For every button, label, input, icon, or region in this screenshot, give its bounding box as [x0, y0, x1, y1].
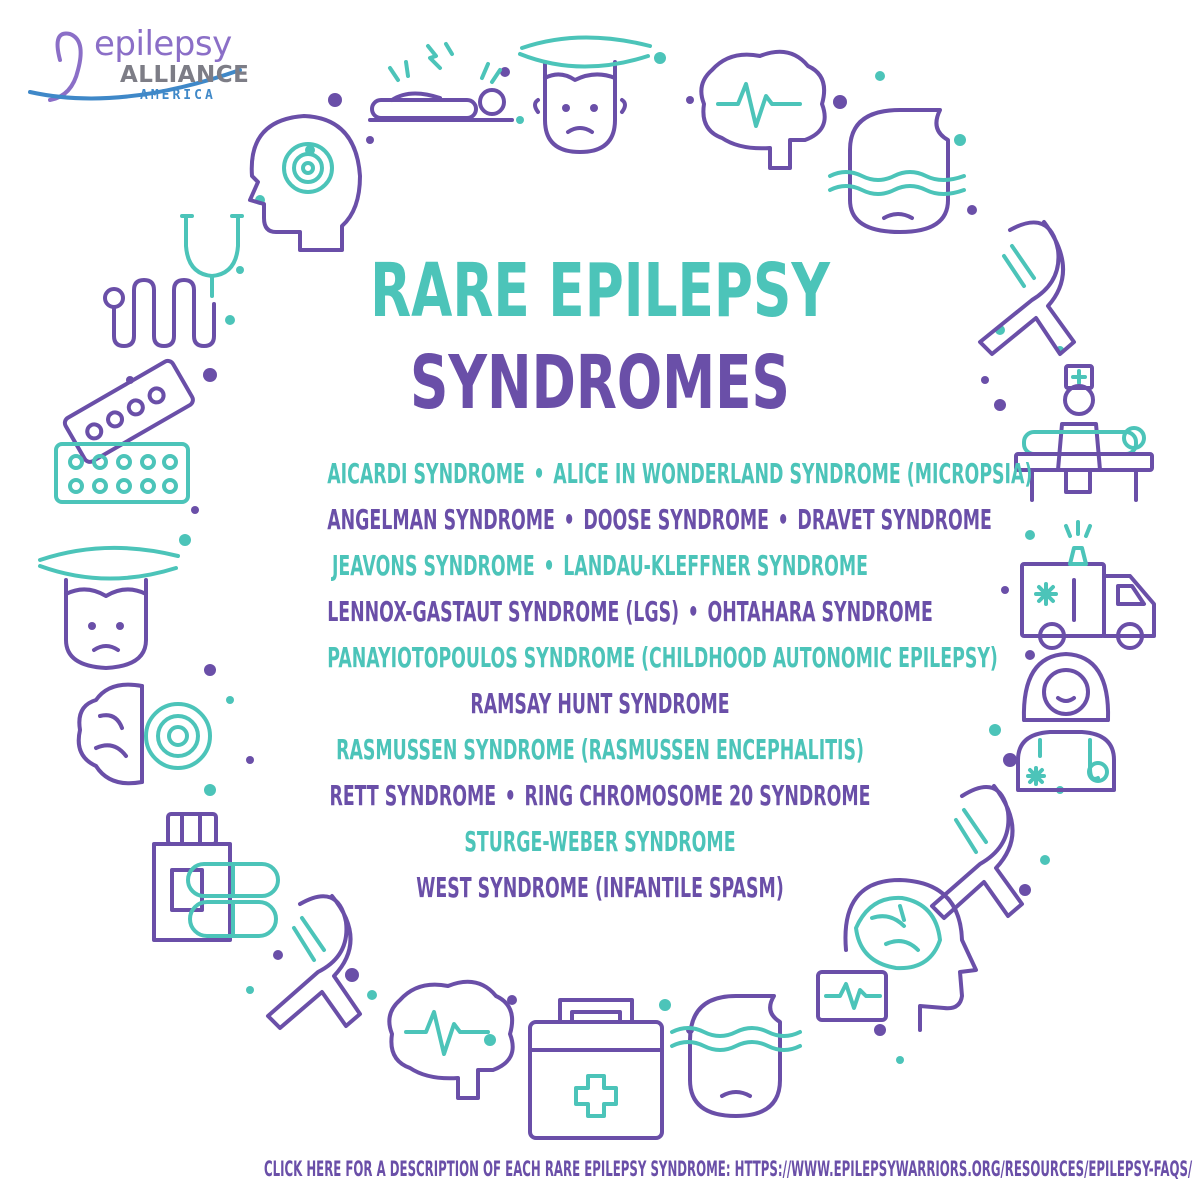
syndrome-line: RAMSAY HUNT SYNDROME [327, 688, 873, 734]
logo-word-epilepsy: epilepsy [94, 24, 232, 64]
syndrome-name: OHTAHARA SYNDROME [707, 595, 933, 628]
dizzy-face-icon [38, 545, 180, 670]
bullet-separator: • [543, 549, 555, 582]
bullet-separator: • [777, 503, 789, 536]
brain-ekg-icon [387, 979, 515, 1100]
syndrome-line: ANGELMAN SYNDROME•DOOSE SYNDROME•DRAVET … [327, 503, 992, 550]
syndrome-line: STURGE-WEBER SYNDROME [327, 826, 873, 872]
footer-link[interactable]: CLICK HERE FOR A DESCRIPTION OF EACH RAR… [264, 1157, 1193, 1181]
bullet-separator: • [504, 779, 516, 812]
epilepsy-alliance-america-logo[interactable]: epilepsy ALLIANCE AMERICA [48, 22, 258, 112]
syndrome-line: RASMUSSEN SYNDROME (RASMUSSEN ENCEPHALIT… [327, 734, 873, 780]
syndrome-line: JEAVONS SYNDROME•LANDAU-KLEFFNER SYNDROM… [327, 550, 873, 596]
person-seizure-icon [368, 42, 514, 122]
logo-word-america: AMERICA [140, 88, 216, 103]
syndrome-name: LANDAU-KLEFFNER SYNDROME [563, 549, 869, 582]
syndrome-name: AICARDI SYNDROME [327, 457, 525, 490]
bullet-separator: • [563, 503, 575, 536]
logo-swoosh [28, 31, 242, 102]
title-line-2: SYNDROMES [410, 340, 790, 426]
syndrome-name: RING CHROMOSOME 20 SYNDROME [524, 779, 871, 812]
title-line-1: RARE EPILEPSY [370, 248, 830, 334]
bullet-separator: • [687, 595, 699, 628]
syndrome-name: DRAVET SYNDROME [797, 503, 992, 536]
syndrome-name: ANGELMAN SYNDROME [327, 503, 555, 536]
syndrome-name: LENNOX-GASTAUT SYNDROME (LGS) [327, 595, 680, 628]
brain-target-icon [76, 682, 212, 786]
face-waves-icon [670, 994, 802, 1118]
pill-blister-icon [54, 358, 195, 504]
ambulance-icon [1020, 520, 1156, 650]
syndrome-name: RAMSAY HUNT SYNDROME [470, 687, 730, 720]
face-waves-icon [828, 108, 966, 234]
syndrome-line: PANAYIOTOPOULOS SYNDROME (CHILDHOOD AUTO… [327, 642, 998, 688]
nurse-icon [1016, 652, 1116, 792]
dizzy-face-icon [518, 35, 652, 154]
logo-word-alliance: ALLIANCE [120, 62, 250, 88]
awareness-ribbon-icon [978, 220, 1076, 356]
syndrome-name: RASMUSSEN SYNDROME (RASMUSSEN ENCEPHALIT… [336, 733, 864, 766]
head-target-icon [248, 114, 362, 252]
syndrome-name: JEAVONS SYNDROME [331, 549, 535, 582]
hospital-bed-icon [1014, 364, 1154, 502]
pill-bottle-icon [152, 812, 280, 942]
brain-ekg-icon [699, 49, 827, 170]
awareness-ribbon-icon [266, 894, 362, 1030]
first-aid-kit-icon [528, 998, 664, 1140]
awareness-ribbon-icon [930, 784, 1024, 920]
syndrome-line: LENNOX-GASTAUT SYNDROME (LGS)•OHTAHARA S… [327, 595, 933, 642]
syndrome-list: AICARDI SYNDROME•ALICE IN WONDERLAND SYN… [160, 458, 1040, 918]
syndrome-name: RETT SYNDROME [329, 779, 497, 812]
syndrome-name: STURGE-WEBER SYNDROME [464, 825, 736, 858]
syndrome-name: PANAYIOTOPOULOS SYNDROME (CHILDHOOD AUTO… [327, 641, 998, 674]
bullet-separator: • [533, 457, 545, 490]
stethoscope-icon [103, 214, 244, 348]
syndrome-line: AICARDI SYNDROME•ALICE IN WONDERLAND SYN… [327, 457, 1032, 504]
syndrome-line: RETT SYNDROME•RING CHROMOSOME 20 SYNDROM… [327, 780, 873, 826]
syndrome-name: ALICE IN WONDERLAND SYNDROME (MICROPSIA) [553, 457, 1033, 490]
head-brain-ekg-icon [816, 878, 978, 1032]
syndrome-line: WEST SYNDROME (INFANTILE SPASM) [327, 872, 873, 918]
syndrome-name: DOOSE SYNDROME [583, 503, 769, 536]
syndrome-name: WEST SYNDROME (INFANTILE SPASM) [416, 871, 784, 904]
